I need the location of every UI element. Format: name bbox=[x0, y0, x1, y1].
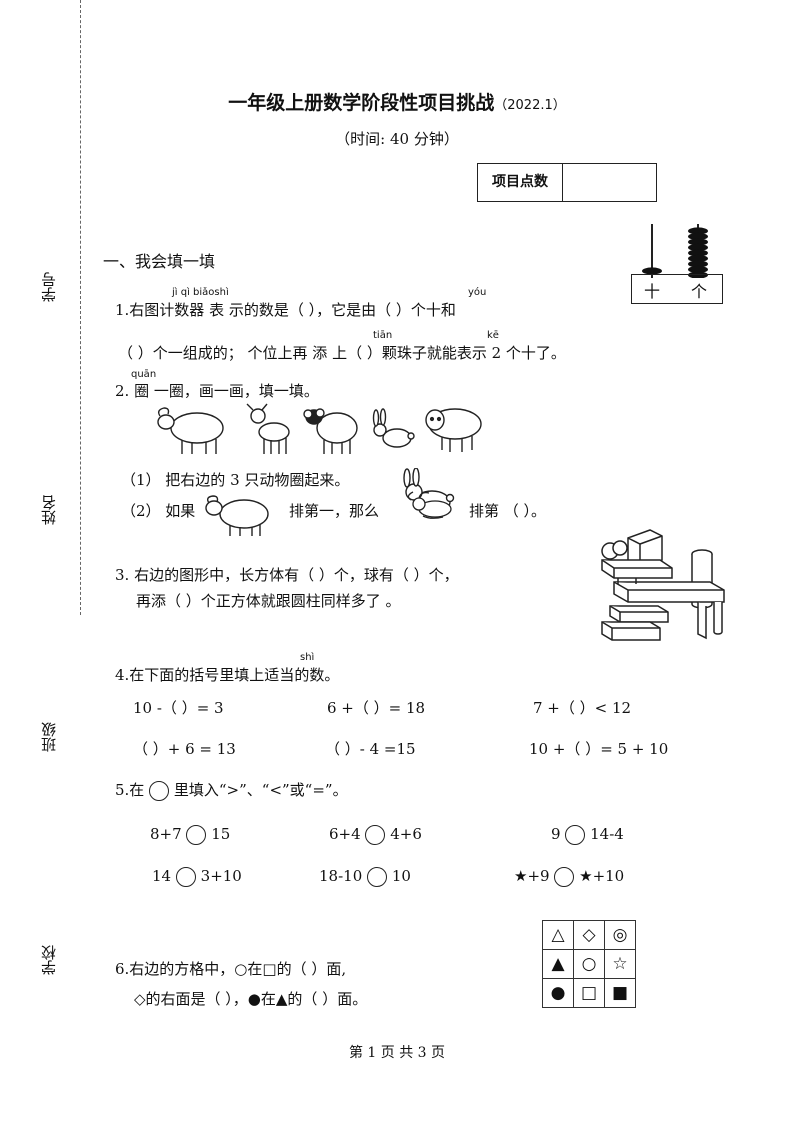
pinyin-shi: shì bbox=[300, 652, 315, 663]
blank-circle[interactable] bbox=[175, 867, 196, 887]
q2-sub2-prefix: （2） 如果 bbox=[121, 502, 196, 520]
abacus-base bbox=[631, 274, 723, 304]
grid-cell: ▲ bbox=[542, 949, 574, 979]
grid-cell: ◎ bbox=[604, 920, 636, 950]
q2-title: 2. 圈 一圈，画一画，填一填。 bbox=[115, 382, 319, 400]
q4-eq-3: 7 +（ ）< 12 bbox=[533, 699, 632, 717]
q5-title-suffix: 里填入“>”、“<”或“=”。 bbox=[173, 781, 348, 799]
title-text: 一年级上册数学阶段性项目挑战 bbox=[228, 92, 495, 114]
grid-cell: △ bbox=[542, 920, 574, 950]
pinyin-jishuqi: jì qì biǎoshì bbox=[172, 287, 229, 298]
blank-circle[interactable] bbox=[565, 825, 586, 845]
q6-line1: 6.右边的方格中，○在□的（ ）面, bbox=[115, 960, 347, 978]
q2-sub2-middle: 排第一，那么 bbox=[289, 502, 380, 520]
grid-cell: ◇ bbox=[573, 920, 605, 950]
pinyin-ke: kē bbox=[487, 330, 499, 341]
side-label-name: 姓名 bbox=[40, 495, 58, 525]
blank-circle[interactable] bbox=[367, 867, 388, 887]
q5-item: 18-10 10 bbox=[319, 867, 411, 887]
pinyin-tian: tiān bbox=[373, 330, 393, 341]
q6-line2: ◇的右面是（ ），●在▲的（ ）面。 bbox=[134, 990, 368, 1008]
q5-item: ★+9 ★+10 bbox=[514, 867, 625, 887]
grid-cell: ○ bbox=[573, 949, 605, 979]
rabbit-icon bbox=[372, 408, 415, 448]
q4-eq-1: 10 -（ ）= 3 bbox=[133, 699, 224, 717]
q5-item: 9 14-4 bbox=[551, 825, 624, 845]
score-label: 项目点数 bbox=[478, 164, 563, 201]
blocks-figure bbox=[601, 529, 725, 641]
sheep-icon bbox=[303, 408, 358, 454]
blank-circle[interactable] bbox=[554, 867, 575, 887]
q2-sub2-suffix: 排第 （ ）。 bbox=[469, 502, 547, 520]
q5-item: 8+7 15 bbox=[150, 825, 231, 845]
grid-cell: □ bbox=[573, 978, 605, 1008]
time-limit: （时间: 40 分钟） bbox=[335, 130, 459, 148]
shape-grid: △ ◇ ◎ ▲ ○ ☆ ● □ ■ bbox=[542, 920, 636, 1008]
grid-cell: ● bbox=[542, 978, 574, 1008]
side-label-class: 班级 bbox=[40, 722, 58, 752]
q3-line2: 再添（ ）个正方体就跟圆柱同样多了 。 bbox=[136, 592, 401, 610]
animals-row bbox=[157, 403, 482, 454]
goat-icon bbox=[246, 403, 290, 454]
q4-title: 4.在下面的括号里填上适当的数。 bbox=[115, 666, 340, 684]
side-label-school: 学校 bbox=[40, 945, 58, 975]
q4-eq-5: （ ）- 4 =15 bbox=[325, 740, 416, 758]
q5-item: 6+4 4+6 bbox=[329, 825, 422, 845]
q3-line1: 3. 右边的图形中，长方体有（ ）个，球有（ ）个， bbox=[115, 566, 459, 584]
blank-circle[interactable] bbox=[149, 781, 170, 801]
q4-eq-6: 10 +（ ）= 5 + 10 bbox=[529, 740, 669, 758]
abacus-tens-label: 十 bbox=[644, 282, 661, 301]
q5-item: 14 3+10 bbox=[152, 867, 242, 887]
blank-circle[interactable] bbox=[186, 825, 207, 845]
q1-line1: 1.右图计数器 表 示的数是（ ），它是由（ ）个十和 bbox=[115, 301, 456, 319]
rabbit-icon bbox=[407, 491, 452, 519]
section-heading: 一、我会填一填 bbox=[103, 252, 216, 271]
q1-line2: （ ）个一组成的； 个位上再 添 上（ ）颗珠子就能表示 2 个十了。 bbox=[118, 344, 566, 362]
side-label-student-no: 学号 bbox=[40, 272, 58, 302]
q4-eq-2: 6 +（ ）= 18 bbox=[327, 699, 426, 717]
q2-sub1: （1） 把右边的 3 只动物圈起来。 bbox=[121, 471, 350, 489]
pinyin-quan: quān bbox=[131, 369, 157, 380]
grid-cell: ☆ bbox=[604, 949, 636, 979]
sheep-icon bbox=[205, 495, 269, 536]
abacus-ones-label: 个 bbox=[691, 282, 708, 301]
page-title: 一年级上册数学阶段性项目挑战（2022.1） bbox=[0, 88, 794, 115]
q4-eq-4: （ ）+ 6 = 13 bbox=[133, 740, 236, 758]
grid-cell: ■ bbox=[604, 978, 636, 1008]
title-date: （2022.1） bbox=[494, 98, 566, 113]
score-box: 项目点数 bbox=[477, 163, 657, 202]
sheep-icon bbox=[157, 407, 224, 454]
sheep-icon bbox=[425, 408, 482, 452]
pinyin-you: yóu bbox=[468, 287, 487, 298]
q5-title-prefix: 5.在 bbox=[115, 781, 145, 799]
blank-circle[interactable] bbox=[365, 825, 386, 845]
q5-title: 5.在 里填入“>”、“<”或“=”。 bbox=[115, 781, 348, 801]
page-footer: 第 1 页 共 3 页 bbox=[348, 1045, 446, 1061]
binding-dashed-line bbox=[80, 0, 81, 615]
abacus-rods bbox=[642, 224, 708, 278]
